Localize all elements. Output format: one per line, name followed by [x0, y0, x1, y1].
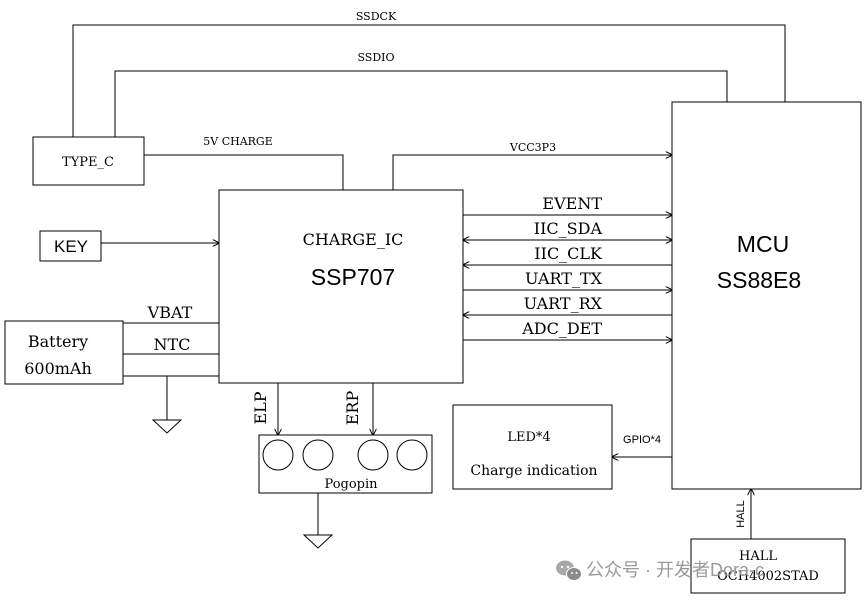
ssdck-label: SSDCK [356, 10, 397, 23]
hall-signal-label: HALL [735, 500, 747, 528]
erp-label: ERP [343, 391, 362, 426]
ground-symbol-pogopin [302, 534, 334, 549]
iic-clk-label: IIC_CLK [534, 244, 603, 263]
elp-label: ELP [251, 391, 270, 424]
charge-ic-title: CHARGE_IC [303, 230, 404, 249]
type-c-label: TYPE_C [62, 155, 114, 170]
mcu-part: SS88E8 [717, 267, 801, 293]
hall-box [690, 538, 846, 594]
charge-ic-box [218, 189, 464, 384]
battery-lines [123, 322, 219, 420]
ssdio-label: SSDIO [357, 51, 394, 64]
wechat-icon [556, 560, 582, 581]
hall-part: OCH4002STAD [717, 569, 819, 584]
vcc3p3-label: VCC3P3 [509, 141, 556, 154]
wechat-watermark: 公众号 · 开发者Dora-c [556, 560, 764, 581]
pogopin-label: Pogopin [324, 477, 378, 492]
pogopin-pin-4 [396, 439, 428, 471]
led-box [452, 404, 613, 490]
pogopin-pin-3 [357, 439, 389, 471]
mcu-box [671, 101, 862, 490]
battery-box [4, 320, 124, 385]
battery-label: Battery [28, 332, 88, 351]
hall-title: HALL [739, 549, 777, 564]
led-subtitle: Charge indication [470, 463, 597, 479]
uart-rx-label: UART_RX [524, 294, 603, 313]
charge-5v-line [144, 154, 344, 190]
charge-5v-label: 5V CHARGE [203, 135, 273, 148]
event-label: EVENT [542, 194, 602, 213]
bus-signal-lines [463, 215, 672, 340]
charge-ic-part: SSP707 [311, 264, 395, 290]
mcu-title: MCU [737, 231, 789, 257]
key-box [39, 230, 102, 262]
vcc3p3-line [392, 155, 672, 190]
ntc-label: NTC [154, 335, 191, 354]
type-c-box [32, 136, 145, 186]
gpio-label: GPIO*4 [623, 434, 661, 446]
battery-capacity: 600mAh [24, 359, 92, 378]
pogopin-pin-2 [302, 439, 334, 471]
ground-symbol-battery [151, 419, 183, 434]
iic-sda-label: IIC_SDA [534, 219, 603, 238]
bus-signal-labels: EVENT IIC_SDA IIC_CLK UART_TX UART_RX AD… [521, 194, 603, 338]
adc-det-label: ADC_DET [521, 319, 602, 338]
ssdck-line [72, 24, 786, 137]
ssdio-line [114, 70, 728, 137]
uart-tx-label: UART_TX [525, 269, 603, 288]
watermark-text: 公众号 · 开发者Dora-c [586, 560, 764, 580]
pogopin-pin-1 [262, 439, 294, 471]
key-label: KEY [54, 237, 88, 256]
led-title: LED*4 [507, 430, 550, 445]
vbat-label: VBAT [147, 303, 193, 322]
